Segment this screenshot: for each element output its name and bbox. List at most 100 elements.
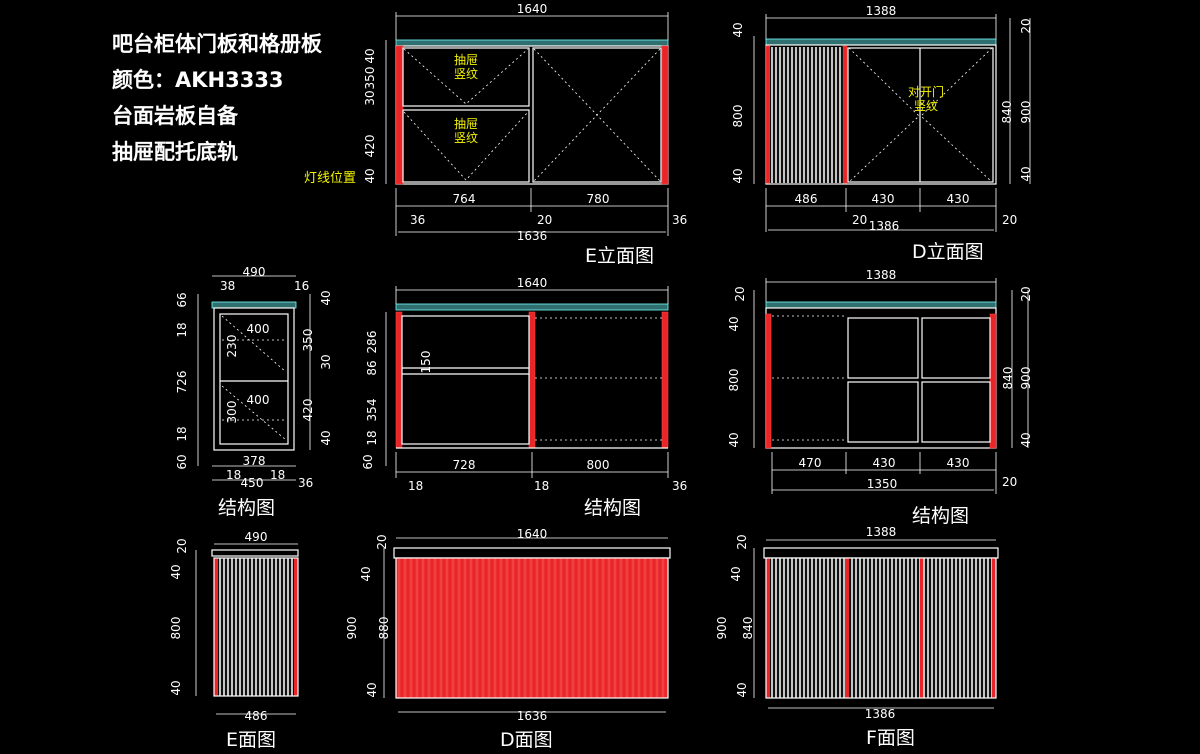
df-l900: 900 [345, 617, 359, 640]
ss-b450: 450 [241, 476, 264, 490]
ff-l40b: 40 [735, 682, 749, 697]
e-side-r: 36 [672, 213, 687, 227]
d-door-grain: 竖纹 [914, 99, 938, 113]
e-face-edge-r [294, 558, 298, 696]
ef-l40a: 40 [169, 564, 183, 579]
d-h-mid: 800 [731, 105, 745, 128]
es-l354: 354 [365, 399, 379, 422]
ef-l20: 20 [175, 538, 189, 553]
ss-top-r: 16 [294, 279, 309, 293]
ff-width-top: 1388 [866, 525, 897, 539]
e-width-bot: 1636 [517, 229, 548, 243]
e-drawer2-grain: 竖纹 [454, 131, 478, 145]
d-elev-title: D立面图 [912, 241, 984, 263]
e-side-l: 36 [410, 213, 425, 227]
ds-title: 结构图 [912, 505, 969, 527]
d-h-r3: 40 [1019, 166, 1033, 181]
ss-b18a: 18 [226, 468, 241, 482]
ss-b18b: 18 [270, 468, 285, 482]
ss-top-l: 38 [220, 279, 235, 293]
df-l20: 20 [375, 534, 389, 549]
d-w3: 430 [947, 192, 970, 206]
ds-w3: 430 [947, 456, 970, 470]
f-face-divider-1 [845, 558, 849, 698]
e-drawer1-grain: 竖纹 [454, 67, 478, 81]
e-h3: 30 [363, 90, 377, 105]
d-gap: 20 [852, 213, 867, 227]
ss-b36: 36 [298, 476, 313, 490]
d-structure: 1388 20 40 800 40 20 840 900 40 470 430 … [727, 268, 1033, 527]
f-face-edge-l [766, 558, 770, 698]
ef-l40b: 40 [169, 680, 183, 695]
e-light-label: 灯线位置 [304, 171, 356, 186]
e-elev-width-top: 1640 [517, 2, 548, 16]
note-color: 颜色：AKH3333 [112, 68, 284, 92]
d-h-r2: 900 [1019, 101, 1033, 124]
ss-l66: 66 [175, 292, 189, 307]
ss-b378: 378 [243, 454, 266, 468]
f-face-divider-2 [920, 558, 923, 698]
es-b18b: 18 [534, 479, 549, 493]
es-b36: 36 [672, 479, 687, 493]
ff-title: F面图 [866, 727, 915, 749]
e-face-edge-l [214, 558, 218, 696]
es-l86: 86 [365, 360, 379, 375]
es-l286: 286 [365, 331, 379, 354]
d-h-r1: 840 [1000, 101, 1014, 124]
ss-l18b: 18 [175, 426, 189, 441]
spec-notes: 吧台柜体门板和格册板 颜色：AKH3333 台面岩板自备 抽屉配托底轨 [112, 26, 322, 170]
e-right-w: 780 [587, 192, 610, 206]
es-width-top: 1640 [517, 276, 548, 290]
ds-l40a: 40 [727, 316, 741, 331]
e-drawer2-label: 抽屉 [454, 117, 478, 131]
ss-inner1: 400 [247, 322, 270, 336]
e-gap: 20 [537, 213, 552, 227]
ss-r350: 350 [301, 329, 315, 352]
ss-title: 结构图 [218, 497, 275, 519]
ff-l40a: 40 [729, 566, 743, 581]
e-left-w: 764 [453, 192, 476, 206]
e-elevation: 1640 抽屉 竖纹 抽屉 竖纹 灯线位置 40 350 30 420 40 7… [304, 2, 687, 267]
ss-h300: 300 [225, 401, 239, 424]
e-drawer1-label: 抽屉 [454, 53, 478, 67]
es-l18: 18 [365, 430, 379, 445]
ds-w2: 430 [873, 456, 896, 470]
ef-l800: 800 [169, 617, 183, 640]
e-h2: 350 [363, 67, 377, 90]
ds-l40b: 40 [727, 432, 741, 447]
ss-l726: 726 [175, 371, 189, 394]
d-elev-countertop [765, 38, 997, 46]
ds-r840: 840 [1001, 367, 1015, 390]
side-structure: 490 38 16 400 400 230 300 66 18 726 18 6… [175, 265, 333, 519]
ds-l20: 20 [733, 286, 747, 301]
note-drawer: 抽屉配托底轨 [112, 140, 238, 164]
ff-l900: 900 [715, 617, 729, 640]
ds-width-top: 1388 [866, 268, 897, 282]
d-side-r: 20 [1002, 213, 1017, 227]
e-face: 490 20 40 800 40 486 E面图 [169, 530, 299, 751]
d-elevation: 1388 对开门 竖纹 40 800 40 20 840 900 40 486 … [731, 4, 1033, 263]
d-h-top-l: 40 [731, 22, 745, 37]
ff-width-bot: 1386 [865, 707, 896, 721]
note-title: 吧台柜体门板和格册板 [112, 32, 322, 56]
d-elev-grating-bg [770, 47, 843, 183]
ss-r40b: 40 [319, 430, 333, 445]
e-h1: 40 [363, 48, 377, 63]
ef-width-top: 490 [245, 530, 268, 544]
d-elev-width-top: 1388 [866, 4, 897, 18]
note-counter: 台面岩板自备 [112, 104, 238, 128]
es-b18a: 18 [408, 479, 423, 493]
ds-w1: 470 [799, 456, 822, 470]
e-structure: 1640 150 286 86 354 18 60 728 800 18 18 … [361, 276, 687, 519]
ef-title: E面图 [226, 729, 276, 751]
ss-r30: 30 [319, 354, 333, 369]
df-width-top: 1640 [517, 527, 548, 541]
ss-r420: 420 [301, 399, 315, 422]
ds-r20: 20 [1019, 286, 1033, 301]
d-w2: 430 [872, 192, 895, 206]
e-elev-title: E立面图 [585, 245, 654, 267]
es-w1: 728 [453, 458, 476, 472]
f-face-edge-r [992, 558, 996, 698]
d-door-label: 对开门 [908, 84, 944, 99]
